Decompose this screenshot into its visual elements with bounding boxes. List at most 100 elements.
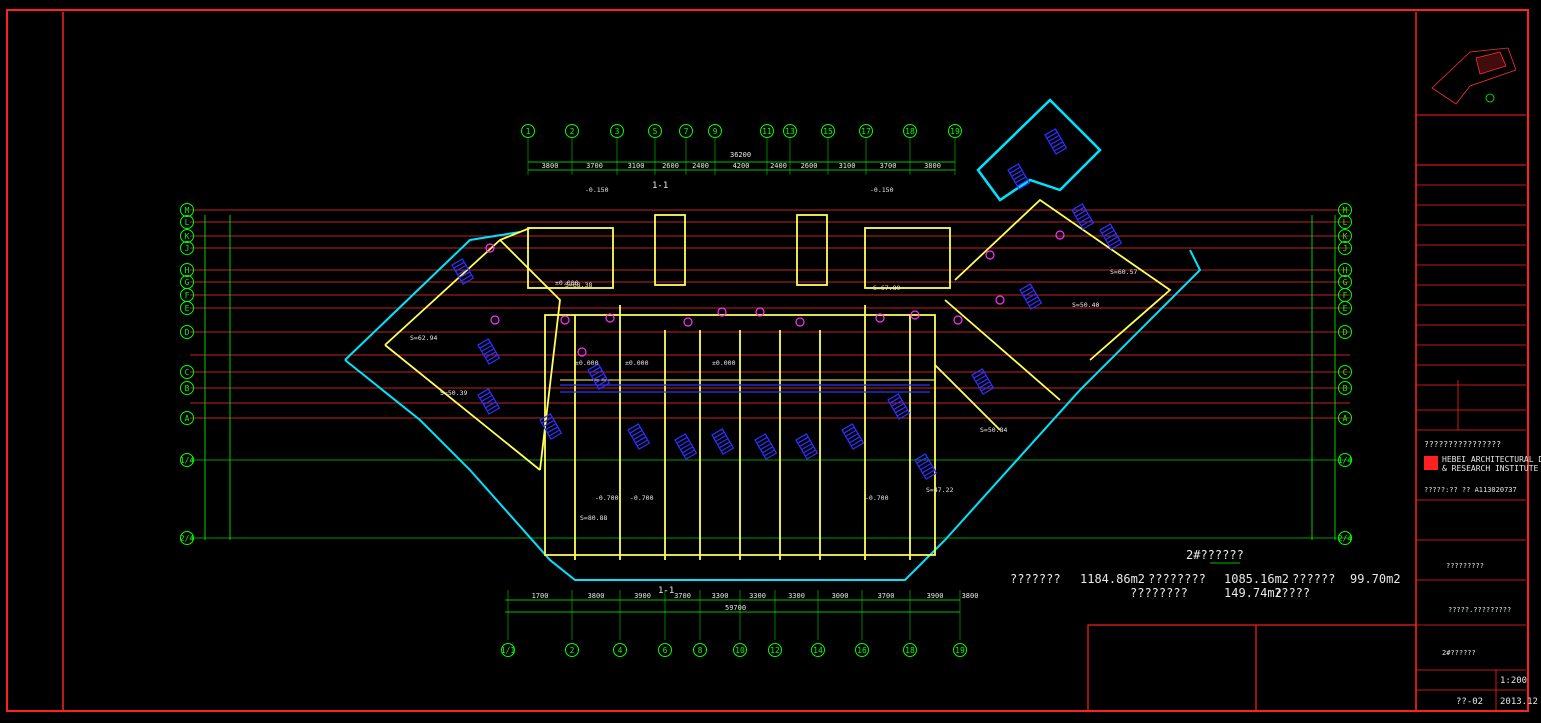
stair-block (887, 393, 911, 420)
axis-bubble-circle (733, 643, 747, 657)
axis-bubble-circle (1338, 203, 1352, 217)
axis-bubble-label: J (1343, 244, 1348, 253)
stair-tread (849, 436, 861, 444)
axis-bubble-circle (658, 643, 672, 657)
summary-label-1: ??????? (1010, 572, 1061, 586)
stair-block (1019, 283, 1043, 310)
corridor-line (560, 384, 930, 393)
stair-tread (629, 426, 641, 434)
stair-tread (715, 434, 727, 442)
title-block-rows (1416, 184, 1526, 711)
top-dimension-value: 2600 (801, 162, 818, 170)
stair-tread (1023, 289, 1035, 297)
stair-tread (589, 366, 601, 374)
stair-tread (891, 399, 903, 407)
room-area-label: S=80.88 (580, 514, 607, 522)
axis-bubble: 11 (760, 124, 774, 138)
stair-tread (922, 466, 934, 474)
axis-bubble-circle (1338, 411, 1352, 425)
summary-label-4: ???????? (1130, 586, 1188, 600)
stair-tread (720, 444, 732, 452)
stair-outline (477, 338, 501, 365)
axis-bubble-circle (859, 124, 873, 138)
stair-block (587, 363, 611, 390)
stair-symbols (451, 128, 1123, 480)
stair-tread (1050, 138, 1062, 146)
stair-block (754, 433, 778, 460)
axis-bubble: E (180, 301, 194, 315)
axis-bubble-circle (903, 643, 917, 657)
axis-bubble-circle (708, 124, 722, 138)
stair-block (674, 433, 698, 460)
stair-block (841, 423, 865, 450)
summary-value-4: 149.74m2 (1224, 586, 1282, 600)
stair-tread (804, 449, 816, 457)
stair-tread (916, 456, 928, 464)
axis-bubble-circle (1338, 381, 1352, 395)
stair-tread (457, 268, 469, 276)
dimension-lines (204, 161, 1336, 613)
axis-bubble: M (180, 203, 194, 217)
axis-bubble: J (180, 241, 194, 255)
axis-bubble: L (1338, 215, 1352, 229)
stair-tread (1080, 219, 1092, 227)
stair-tread (1048, 134, 1060, 142)
level-annotation: ±0.000 (555, 279, 579, 287)
stair-tread (1101, 226, 1113, 234)
stair-tread (633, 433, 645, 441)
axis-bubble-circle (521, 124, 535, 138)
stair-block (1071, 203, 1095, 230)
level-annotation: ±0.000 (712, 359, 736, 367)
room-area-label: S=67.89 (873, 284, 900, 292)
axis-bubble-circle (1338, 531, 1352, 545)
stair-tread (548, 429, 560, 437)
axis-bubble: 10 (733, 643, 747, 657)
axis-bubble-label: 4 (618, 646, 623, 655)
axis-bubble: A (1338, 411, 1352, 425)
stair-tread (797, 436, 809, 444)
axis-bubble: C (180, 365, 194, 379)
axis-bubble-label: B (185, 384, 190, 393)
stair-tread (850, 439, 862, 447)
top-dimension-value: 3700 (880, 162, 897, 170)
axis-bubble: 5 (648, 124, 662, 138)
stair-tread (920, 463, 932, 471)
stair-tread (1009, 166, 1021, 174)
axis-bubble-label: 2 (570, 127, 575, 136)
axis-bubble-circle (1338, 453, 1352, 467)
stair-tread (483, 348, 495, 356)
stair-tread (595, 376, 607, 384)
axis-bubble: L (180, 215, 194, 229)
stair-tread (676, 436, 688, 444)
axis-bubble: K (1338, 229, 1352, 243)
drawing-title: 2#?????? (1442, 649, 1476, 657)
stair-tread (717, 438, 729, 446)
stair-tread (486, 354, 498, 362)
axis-bubble: 9 (708, 124, 722, 138)
axis-bubble-label: B (1343, 384, 1348, 393)
stair-tread (1107, 236, 1119, 244)
axis-bubble: M (1338, 203, 1352, 217)
bottom-dimension-value: 1700 (532, 592, 549, 600)
drawing-number: ??-02 (1456, 697, 1484, 707)
axis-bubble-circle (501, 643, 515, 657)
bottom-dimension-value: 3900 (927, 592, 944, 600)
axis-bubble-label: 2 (570, 646, 575, 655)
axis-bubble-label: H (185, 266, 190, 275)
level-annotation: ±0.000 (625, 359, 649, 367)
top-dimension-value: 2600 (662, 162, 679, 170)
stair-tread (680, 443, 692, 451)
stair-tread (1025, 293, 1037, 301)
firm-logo (1424, 456, 1438, 470)
top-total-dimension: 36200 (730, 151, 751, 159)
top-dimension-value: 2400 (770, 162, 787, 170)
building-outline (344, 98, 1202, 581)
axis-bubble: 4 (613, 643, 627, 657)
project-name: ????????? (1446, 562, 1484, 570)
room-area-label: S=47.22 (926, 486, 953, 494)
axis-bubble-circle (760, 124, 774, 138)
axis-bubble-label: F (185, 291, 190, 300)
axis-bubble-label: G (185, 278, 190, 287)
stair-outline (477, 388, 501, 415)
